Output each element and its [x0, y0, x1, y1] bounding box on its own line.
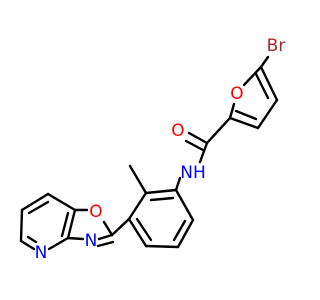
bond-c2-carbonyl — [205, 116, 232, 145]
bromine-atom-label: Br — [267, 36, 286, 56]
bond-npy-c3a — [47, 236, 70, 251]
furan-oxygen-label: O — [230, 84, 243, 104]
bond-c3a-n — [66, 236, 85, 241]
bond-ph2-ph3 — [127, 191, 148, 221]
bond-ph1-ph2-inner — [149, 196, 175, 202]
bond-c7a-c3a-inner — [60, 211, 70, 238]
bond-py3-npy-inner — [26, 235, 38, 244]
bond-ph5-ph6 — [176, 218, 195, 249]
bond-py1-py2 — [20, 192, 50, 212]
bond-c3-c4 — [256, 98, 279, 130]
bond-ph1-ph2 — [144, 188, 178, 195]
bond-ph3-ph4-inner — [135, 217, 153, 242]
bond-n-c2ox — [97, 233, 114, 241]
oxazole-nitrogen-label: N — [85, 231, 98, 251]
bond-ph4-ph5 — [144, 244, 180, 249]
bond-c2ox-o — [102, 220, 114, 237]
bond-ph6-ph1 — [174, 188, 195, 222]
bond-phenyl-oxazole — [110, 217, 131, 237]
oxazole-oxygen-label: O — [89, 202, 102, 222]
bond-cbr-ofuran — [242, 65, 263, 87]
atom-labels: Br O O NH O N N — [35, 36, 286, 263]
amide-nh-label: NH — [180, 163, 206, 183]
bond-n-phenyl — [174, 176, 182, 192]
bond-py3-npy — [19, 239, 36, 251]
bond-c2-c3 — [228, 116, 260, 130]
bond-ph5-ph6-inner — [172, 219, 187, 242]
bond-c7a-py1 — [46, 192, 77, 212]
bond-c4-cbr-double — [254, 72, 270, 100]
chemical-structure-diagram: Br O O NH O N N — [19, 36, 286, 263]
bond-ph3-ph4 — [127, 217, 148, 248]
carbonyl-oxygen-label: O — [171, 121, 184, 141]
bond-ofuran-c2 — [228, 102, 236, 120]
bond-carbonyl-o-double — [184, 139, 205, 152]
pyridine-nitrogen-label: N — [35, 243, 48, 263]
bond-methyl — [128, 164, 148, 195]
bond-carbonyl-o — [187, 131, 209, 145]
bond-py2-py3 — [19, 208, 24, 243]
bonds — [19, 55, 279, 251]
bond-py1-py2-inner — [27, 200, 50, 215]
bond-c7a-c3a — [66, 208, 77, 240]
bond-c4-cbr — [259, 65, 279, 102]
bond-n-c2ox-double — [96, 240, 115, 248]
bond-carbonyl-n — [198, 141, 209, 164]
bond-c3-c3-double — [234, 109, 258, 121]
bond-c-br — [259, 55, 270, 69]
